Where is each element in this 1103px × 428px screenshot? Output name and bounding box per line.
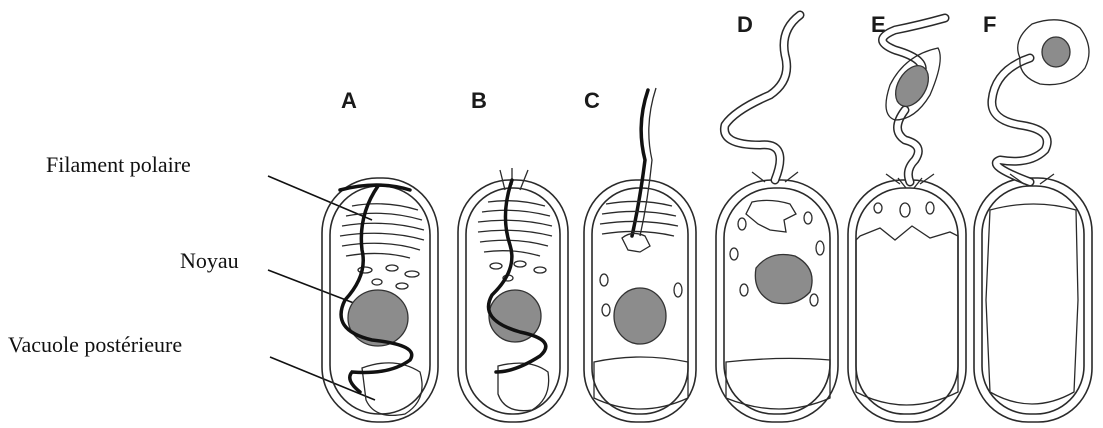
discharged-polaroplast-d <box>746 200 796 232</box>
label-vacuole-posterieure: Vacuole postérieure <box>8 332 182 357</box>
polar-tube-d <box>724 15 800 180</box>
noyau-a <box>348 290 408 346</box>
stage-label-f: F <box>983 12 996 37</box>
vesicles-a <box>358 265 419 289</box>
vesicles-b <box>490 261 546 281</box>
polar-filament-c <box>632 90 648 236</box>
label-noyau: Noyau <box>180 248 239 273</box>
stage-label-c: C <box>584 88 600 113</box>
noyau-c <box>614 288 666 344</box>
noyau-e <box>889 60 935 112</box>
polar-filament-b <box>489 180 546 372</box>
empty-cavity-e <box>856 226 958 405</box>
tip-b <box>500 168 528 190</box>
spore-stage-b <box>458 168 568 422</box>
vesicles-e <box>874 202 934 217</box>
empty-cavity-f <box>986 204 1078 404</box>
discharged-polaroplast-c <box>622 233 650 252</box>
polar-tube-f <box>992 58 1047 182</box>
polaroplast-b <box>478 201 552 256</box>
spore-stage-f <box>974 20 1092 422</box>
noyau-f <box>1042 37 1070 67</box>
label-filament-polaire: Filament polaire <box>46 152 191 177</box>
stage-label-b: B <box>471 88 487 113</box>
spore-stage-e <box>848 18 966 422</box>
spore-stage-c <box>584 88 696 422</box>
noyau-d <box>755 255 812 304</box>
spore-stage-d <box>716 15 838 422</box>
stage-label-a: A <box>341 88 357 113</box>
stage-label-d: D <box>737 12 753 37</box>
